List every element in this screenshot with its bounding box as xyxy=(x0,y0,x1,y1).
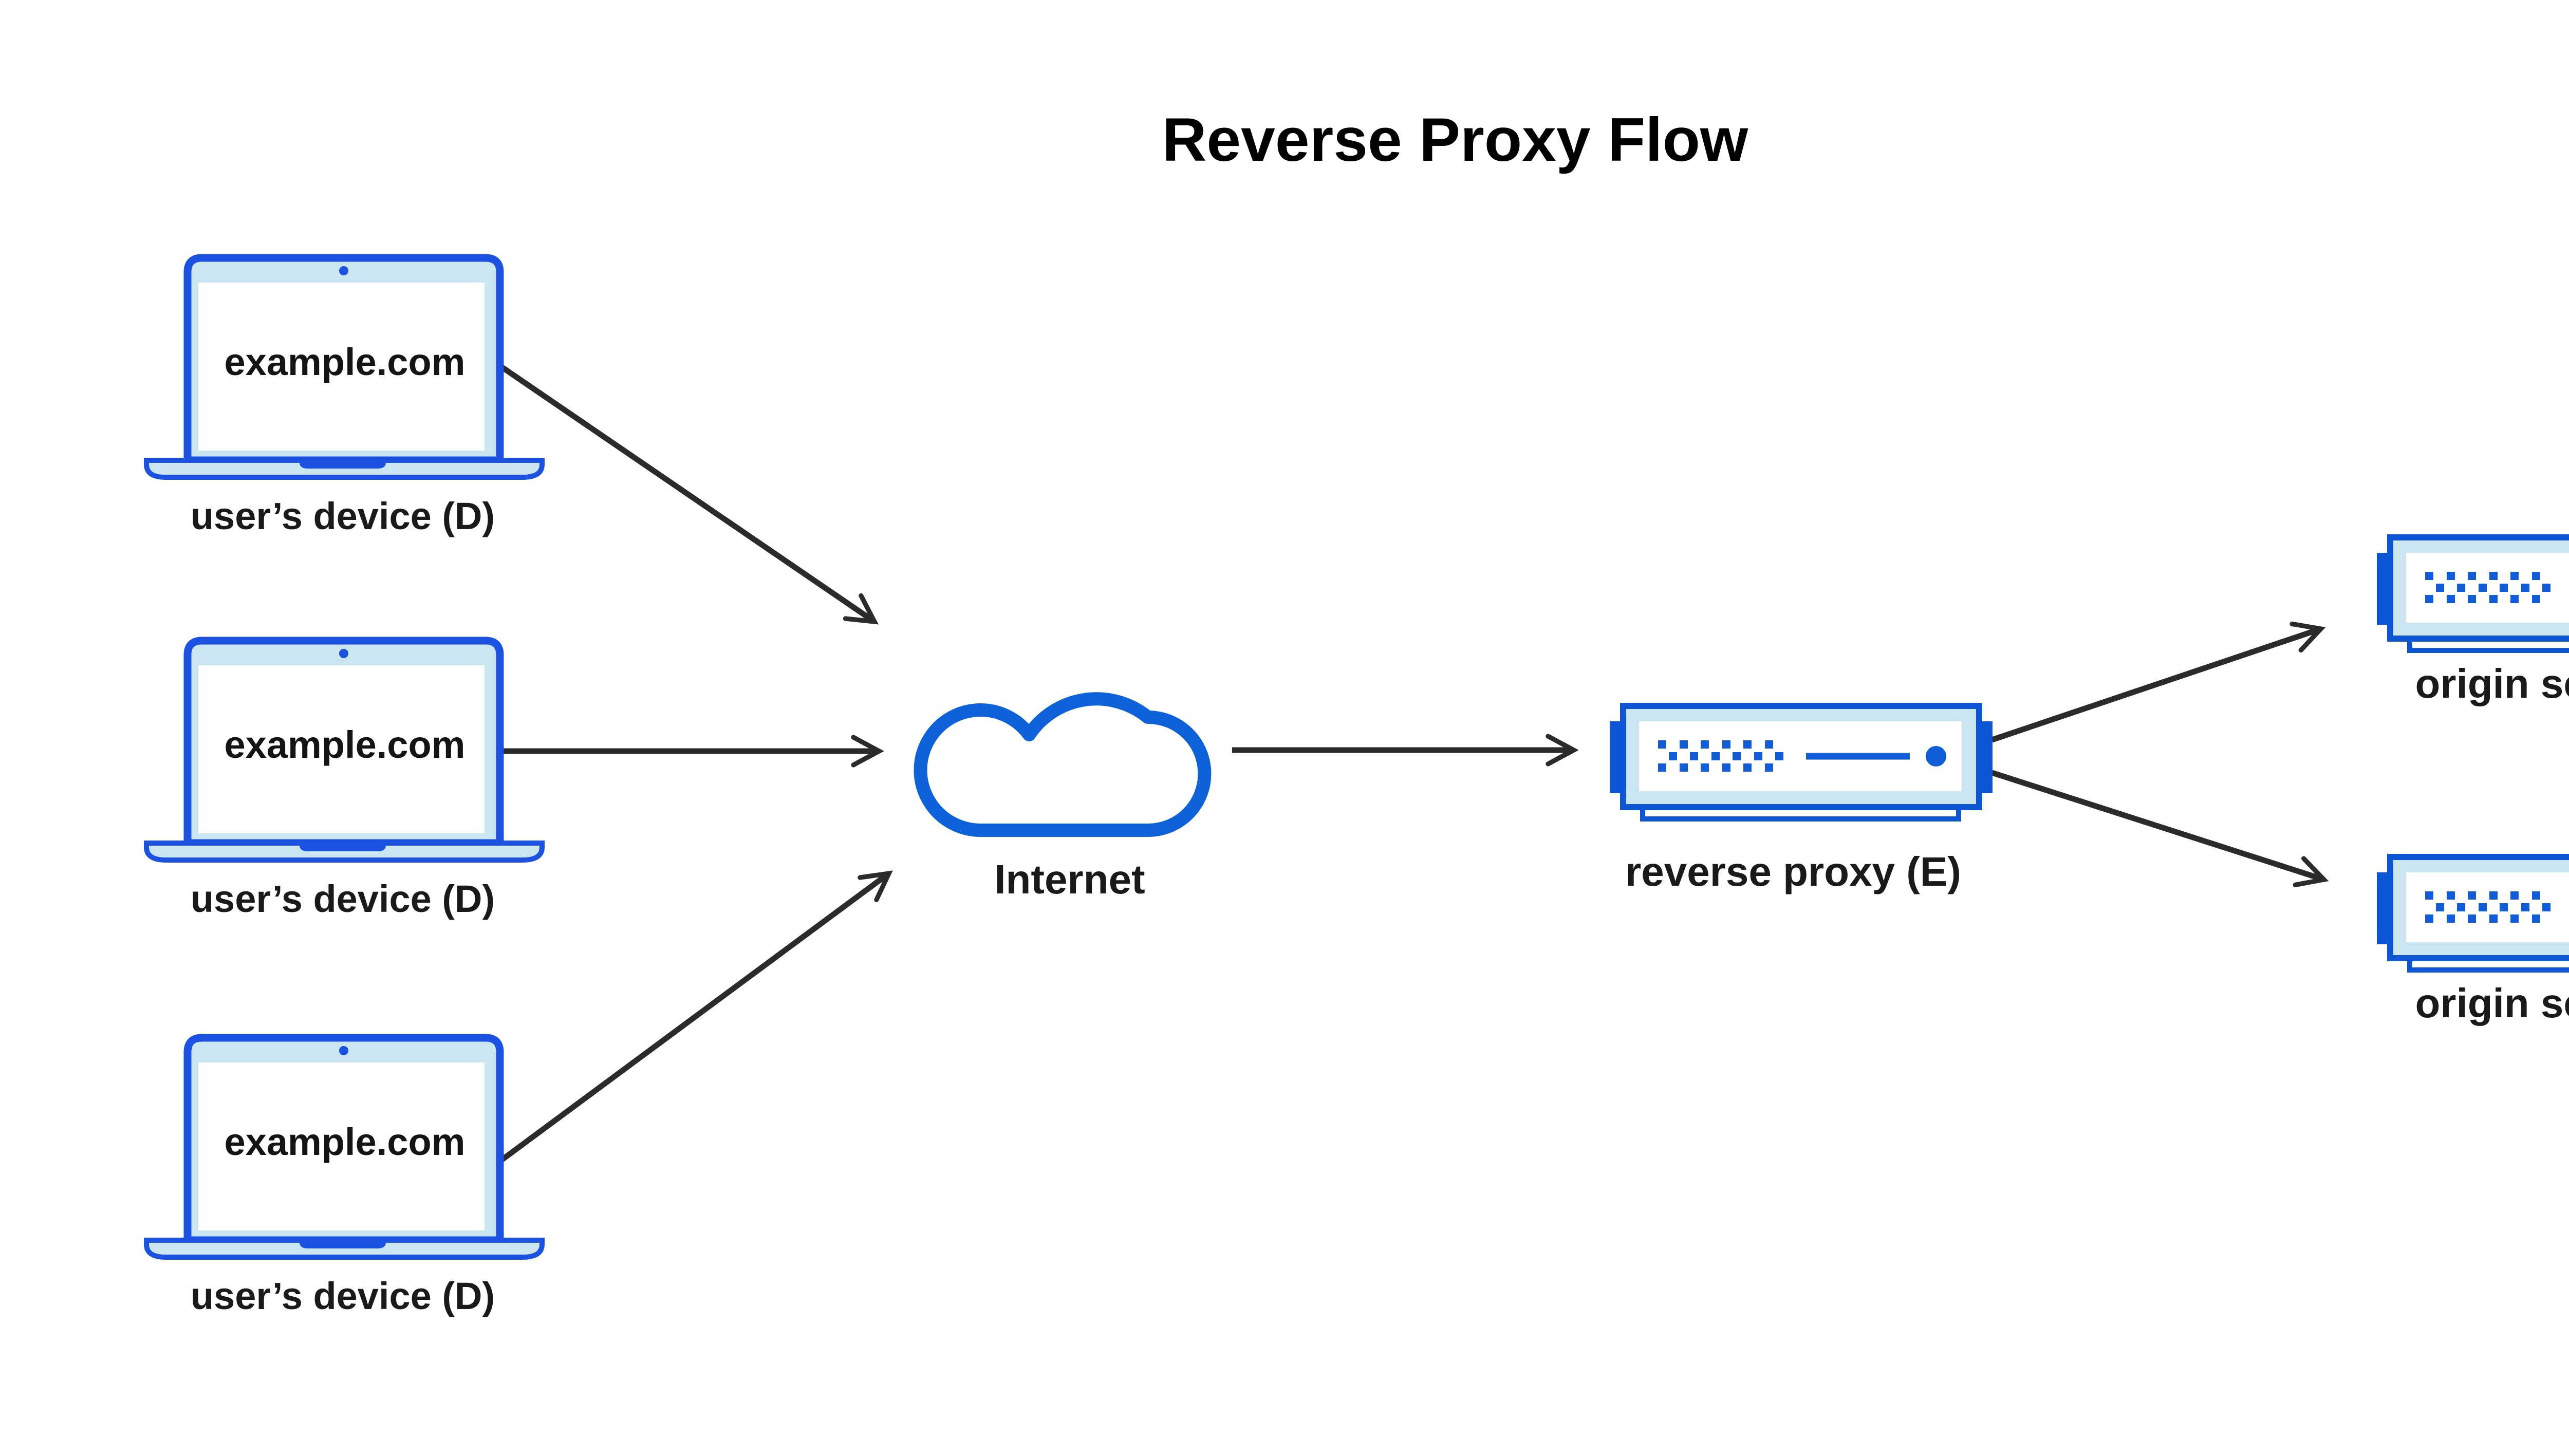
server-icon xyxy=(1610,706,1993,819)
origin-server-1-node: origin server (F) xyxy=(2377,537,2569,706)
origin-server-2-node: origin server (F) xyxy=(2377,857,2569,1026)
reverse-proxy-label: reverse proxy (E) xyxy=(1625,849,1961,894)
user-device-3-node: example.com user’s device (D) xyxy=(146,1038,542,1317)
server-icon xyxy=(2377,537,2569,650)
device3-label: user’s device (D) xyxy=(191,1275,495,1317)
user-device-2-node: example.com user’s device (D) xyxy=(146,641,542,920)
reverse-proxy-node: reverse proxy (E) xyxy=(1610,706,1993,894)
device1-label: user’s device (D) xyxy=(191,495,495,537)
device3-screen-text: example.com xyxy=(225,1121,466,1163)
user-device-1-node: example.com user’s device (D) xyxy=(146,258,542,537)
arrow-device3-to-internet xyxy=(497,870,893,1164)
page-title: Reverse Proxy Flow xyxy=(1162,105,1748,174)
server-icon xyxy=(2377,857,2569,970)
arrow-device1-to-internet xyxy=(498,363,879,625)
internet-node: Internet xyxy=(914,692,1212,902)
arrow-proxy-to-origin1 xyxy=(1991,621,2326,743)
origin-server-1-label: origin server (F) xyxy=(2415,661,2569,706)
device1-screen-text: example.com xyxy=(225,341,466,383)
device2-screen-text: example.com xyxy=(225,723,466,766)
internet-label: Internet xyxy=(994,856,1145,902)
device2-label: user’s device (D) xyxy=(191,878,495,920)
origin-server-2-label: origin server (F) xyxy=(2415,980,2569,1026)
cloud-icon xyxy=(914,692,1212,837)
arrow-proxy-to-origin2 xyxy=(1991,770,2329,887)
